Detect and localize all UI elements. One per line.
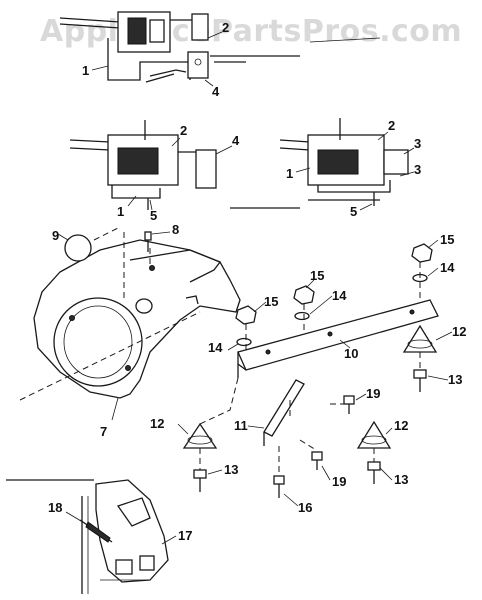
callout-14: 14 xyxy=(332,288,347,303)
leader xyxy=(65,511,87,525)
callout-7: 7 xyxy=(100,424,107,439)
callout-19: 19 xyxy=(332,474,346,489)
callout-14: 14 xyxy=(208,340,223,355)
callout-9: 9 xyxy=(52,228,59,243)
callout-4: 4 xyxy=(232,133,240,148)
callout-2: 2 xyxy=(180,123,187,138)
callout-leaders-midleft xyxy=(127,137,233,211)
callout-13: 13 xyxy=(224,462,238,477)
leader xyxy=(57,233,69,241)
callout-1: 1 xyxy=(117,204,124,219)
callout-leaders-top xyxy=(91,31,223,87)
left-switch-assembly xyxy=(69,120,300,210)
callout-3: 3 xyxy=(414,136,421,151)
callout-11: 11 xyxy=(234,418,248,433)
callout-14: 14 xyxy=(440,260,455,275)
callout-18: 18 xyxy=(48,500,62,515)
callout-13: 13 xyxy=(394,472,408,487)
bracket-11 xyxy=(263,379,305,446)
blower-housing xyxy=(19,227,241,401)
callout-12: 12 xyxy=(394,418,408,433)
top-motor-assembly xyxy=(59,11,381,83)
callout-15: 15 xyxy=(310,268,324,283)
callout-leaders-hardware xyxy=(177,239,453,507)
callout-2: 2 xyxy=(388,118,395,133)
callout-10: 10 xyxy=(344,346,358,361)
callout-15: 15 xyxy=(264,294,278,309)
leader xyxy=(151,231,171,235)
callout-19: 19 xyxy=(366,386,380,401)
callout-12: 12 xyxy=(150,416,164,431)
callout-3: 3 xyxy=(414,162,421,177)
callout-5: 5 xyxy=(350,204,357,219)
mounting-hardware xyxy=(182,243,438,498)
callout-2: 2 xyxy=(222,20,229,35)
callout-15: 15 xyxy=(440,232,454,247)
leader xyxy=(161,535,177,545)
callout-4: 4 xyxy=(212,84,220,99)
watermark: AppliancePartsPros.com xyxy=(40,14,463,49)
callout-17: 17 xyxy=(178,528,192,543)
callout-8: 8 xyxy=(172,222,179,237)
callout-16: 16 xyxy=(298,500,312,515)
mounting-rail xyxy=(237,299,439,378)
leader xyxy=(111,397,119,421)
callout-leaders-midright xyxy=(295,131,415,211)
callout-1: 1 xyxy=(82,63,89,78)
callout-1: 1 xyxy=(286,166,293,181)
callout-13: 13 xyxy=(448,372,462,387)
right-switch-assembly xyxy=(279,118,409,206)
bottom-detail-assembly xyxy=(6,479,169,594)
screw-8 xyxy=(144,231,152,252)
callout-5: 5 xyxy=(150,208,157,223)
callout-12: 12 xyxy=(452,324,466,339)
